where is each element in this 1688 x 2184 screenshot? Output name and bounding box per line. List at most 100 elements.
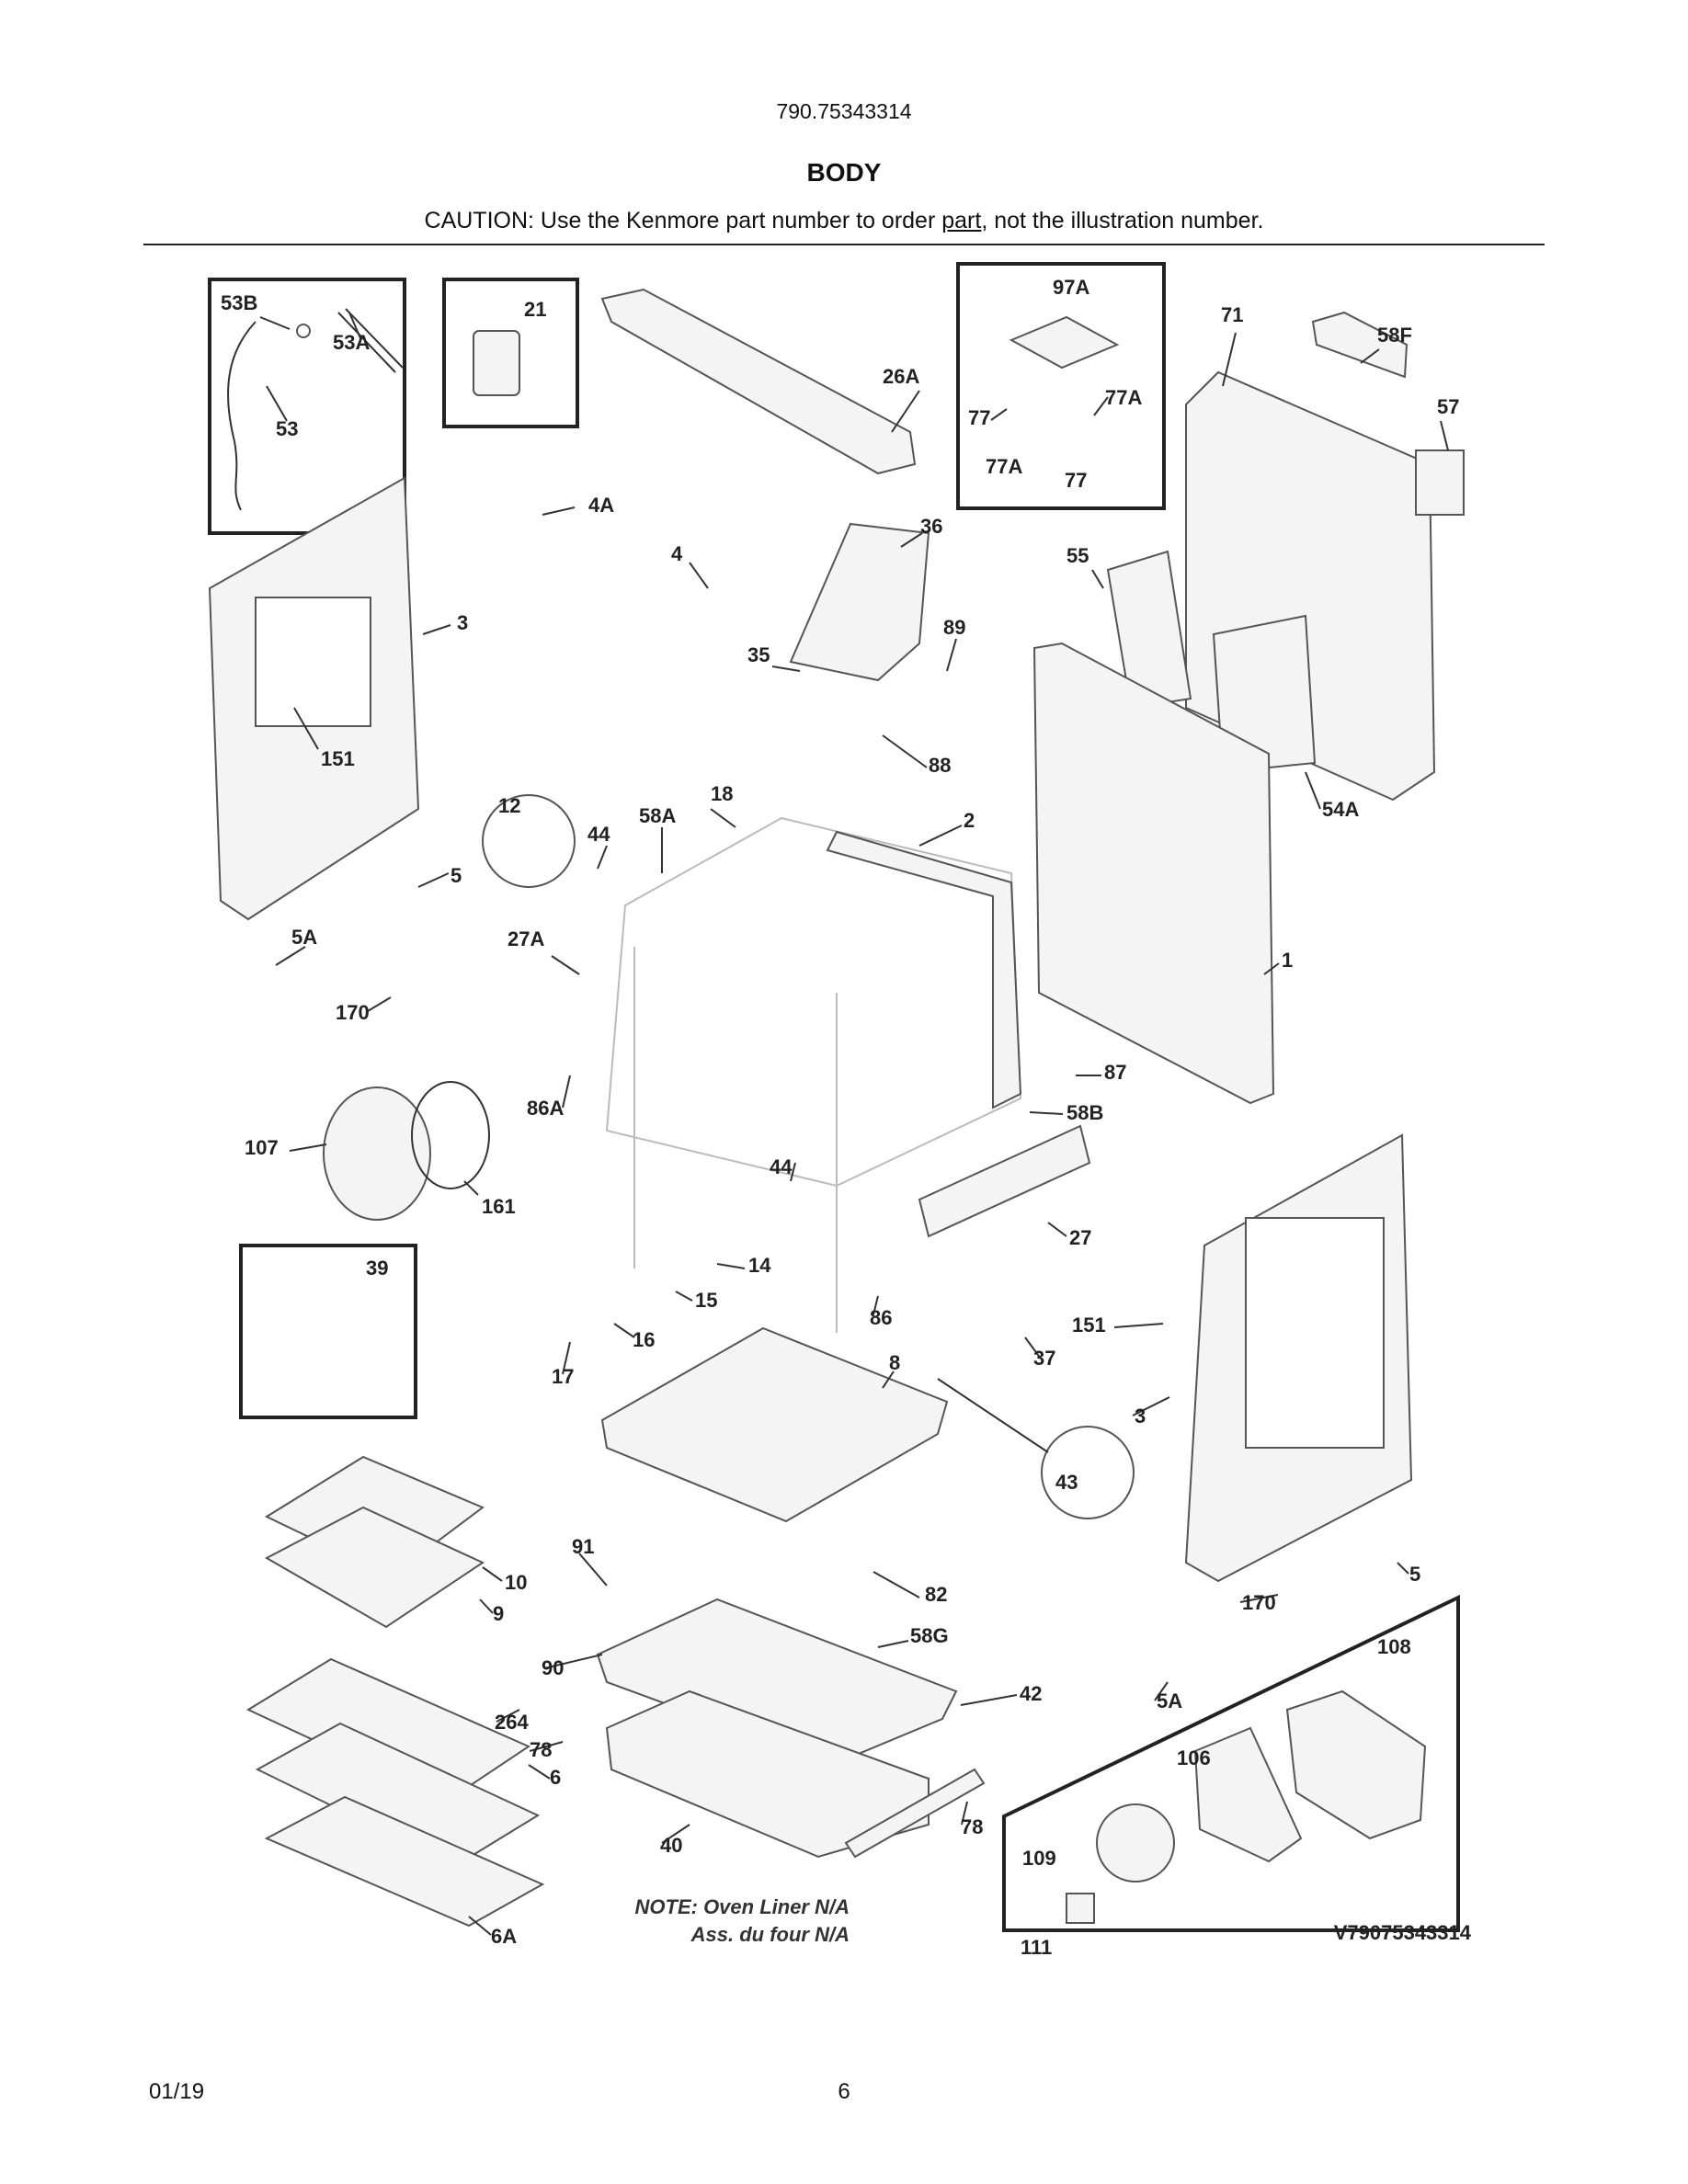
leader-line xyxy=(873,1571,920,1598)
part-number-label-58b: 58B xyxy=(1066,1101,1103,1124)
leader-line xyxy=(367,996,392,1012)
leader-line xyxy=(293,707,319,750)
fan-blade-109-shape xyxy=(1096,1803,1175,1883)
leader-line xyxy=(1132,1396,1170,1416)
leader-line xyxy=(1091,569,1104,589)
element-161-shape xyxy=(411,1081,490,1189)
part-number-label-3: 3 xyxy=(1135,1405,1146,1428)
leader-line xyxy=(918,825,963,847)
leader-line xyxy=(562,1341,571,1375)
part-number-label-90: 90 xyxy=(542,1656,564,1679)
part-number-label-5: 5 xyxy=(451,864,462,887)
leader-line xyxy=(1360,348,1380,364)
leader-line xyxy=(463,1180,479,1196)
insulation-58b-shape xyxy=(826,830,1022,1109)
leader-line xyxy=(1024,1337,1042,1359)
part-number-label-21: 21 xyxy=(524,298,546,321)
bracket-106-shape xyxy=(1193,1726,1303,1863)
leader-line xyxy=(1093,396,1109,416)
part-number-label-161: 161 xyxy=(482,1195,516,1218)
drawing-number: V79075343314 xyxy=(1334,1921,1472,1944)
leader-line xyxy=(259,316,291,330)
leader-line xyxy=(1029,1111,1064,1115)
leader-line xyxy=(422,624,451,635)
part-number-label-15: 15 xyxy=(695,1289,717,1312)
washer-shape xyxy=(296,324,311,338)
part-number-label-44: 44 xyxy=(587,823,610,846)
part-number-label-5a: 5A xyxy=(1157,1689,1182,1712)
part-number-label-151: 151 xyxy=(1072,1314,1106,1337)
drawer-40-shape xyxy=(605,1689,930,1859)
insulation-151-left-shape xyxy=(255,597,371,727)
part-number-label-89: 89 xyxy=(943,616,965,639)
part-number-label-108: 108 xyxy=(1377,1635,1411,1658)
part-number-label-36: 36 xyxy=(920,515,942,538)
leader-line xyxy=(1047,1222,1067,1237)
part-number-label-18: 18 xyxy=(711,782,733,805)
probe-shape xyxy=(337,308,404,373)
leader-line xyxy=(266,385,288,422)
inset-circle-12 xyxy=(482,794,576,888)
part-number-label-6a: 6A xyxy=(491,1925,517,1948)
sensor-wire-shape xyxy=(227,321,257,511)
part-number-label-4: 4 xyxy=(671,542,683,565)
panel-54a-shape xyxy=(1212,614,1317,774)
part-number-label-43: 43 xyxy=(1055,1471,1078,1494)
leader-line xyxy=(877,1640,909,1648)
part-number-label-151: 151 xyxy=(321,747,355,770)
part-number-label-97a: 97A xyxy=(1053,276,1089,299)
leader-line xyxy=(900,532,923,548)
leader-line xyxy=(542,506,576,516)
bracket-55-shape xyxy=(1106,550,1192,710)
part-number-label-86a: 86A xyxy=(527,1097,564,1120)
part-number-label-86: 86 xyxy=(870,1306,892,1329)
control-board-shape xyxy=(1009,315,1120,370)
leader-line xyxy=(990,408,1008,421)
leader-line xyxy=(675,1291,693,1302)
part-number-label-40: 40 xyxy=(660,1834,682,1857)
part-number-label-58g: 58G xyxy=(910,1624,949,1647)
screw-leader-43 xyxy=(937,1378,1049,1453)
part-number-label-5: 5 xyxy=(1409,1563,1420,1586)
leader-line xyxy=(882,734,928,768)
leader-line xyxy=(790,1162,796,1182)
part-number-label-77: 77 xyxy=(968,406,990,429)
header-divider xyxy=(143,244,1545,245)
note-oven-liner-fr: Ass. du four N/A xyxy=(690,1923,850,1946)
footer-date: 01/19 xyxy=(149,2079,205,2104)
part-number-label-35: 35 xyxy=(747,643,770,666)
part-number-label-264: 264 xyxy=(495,1711,529,1734)
part-number-label-1: 1 xyxy=(1282,949,1293,972)
leader-line xyxy=(771,665,801,672)
part-number-label-12: 12 xyxy=(498,794,520,817)
leader-line xyxy=(468,1916,492,1936)
part-21-shape xyxy=(473,330,520,396)
part-number-label-77: 77 xyxy=(1065,469,1087,492)
cover-57-shape xyxy=(1415,449,1465,516)
leader-line xyxy=(1113,1323,1164,1328)
oven-liner-ghost-shape xyxy=(605,816,1022,1188)
part-number-label-55: 55 xyxy=(1066,544,1089,567)
leader-line xyxy=(482,1566,503,1582)
part-drawings xyxy=(208,288,1465,1928)
bracket-26a-shape xyxy=(600,288,917,475)
leader-line xyxy=(1440,420,1449,451)
leader-line xyxy=(710,808,736,828)
inset-box-control-board xyxy=(956,262,1166,510)
oven-bottom-8-shape xyxy=(600,1326,949,1523)
leader-line xyxy=(661,1824,690,1844)
duct-36-shape xyxy=(789,522,930,682)
leader-line xyxy=(716,1263,746,1269)
part-number-label-16: 16 xyxy=(633,1328,655,1351)
part-number-label-82: 82 xyxy=(925,1583,947,1606)
oven-liner-edges-shape xyxy=(633,947,838,1333)
part-number-label-88: 88 xyxy=(929,754,951,777)
leader-line xyxy=(479,1598,494,1614)
caution-part-link[interactable]: part xyxy=(941,208,982,233)
leader-line xyxy=(1222,332,1237,387)
leader-line xyxy=(891,390,920,433)
part-number-label-106: 106 xyxy=(1177,1746,1211,1769)
part-number-label-3: 3 xyxy=(457,611,468,634)
inset-box-convection-fan xyxy=(1002,1594,1460,1932)
